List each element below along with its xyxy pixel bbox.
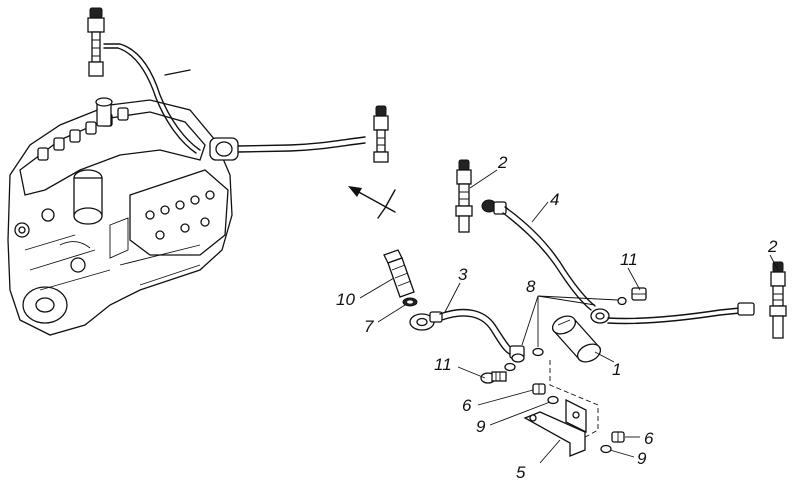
part-6-bolt-upper: [532, 383, 546, 395]
callout-7: 7: [364, 317, 374, 336]
part-4-fitting-lower: [590, 308, 610, 324]
part-8-washer-a: [504, 362, 516, 372]
part-5-bracket: [523, 398, 587, 457]
part-2-injector-right: [769, 261, 787, 339]
part-10-banjo-bolt: [383, 249, 415, 298]
callout-8: 8: [526, 277, 536, 296]
part-4-fitting-upper: [481, 199, 507, 215]
callout-3: 3: [458, 265, 468, 284]
upper-left-fuel-tube: [103, 43, 201, 151]
assembly-direction-arrow: [348, 186, 396, 219]
callout-9-lower: 9: [637, 449, 647, 468]
callout-11-upper: 11: [620, 250, 638, 269]
engine-union-connector: [209, 137, 239, 161]
engine-pump-assembly: [7, 97, 233, 336]
callout-5: 5: [516, 463, 526, 482]
callout-2-middle: 2: [497, 153, 508, 172]
part-6-bolt-lower: [611, 431, 625, 443]
part-1-cylinder-unit: [551, 315, 602, 363]
engine-right-injector: [373, 105, 389, 163]
callout-1: 1: [612, 360, 621, 379]
callout-11-lower: 11: [434, 355, 452, 374]
callout-9-upper: 9: [476, 417, 486, 436]
callout-labels: 1 2 2 3 4 5 6 6 7 8 9 9 10 11 11: [336, 153, 778, 482]
part-3-banjo-fitting: [409, 311, 443, 331]
upper-left-injector: [87, 7, 105, 77]
part-8-leader-lines: [521, 295, 619, 347]
right-tube-nut: [737, 302, 755, 316]
part-8-washer-b: [532, 347, 544, 357]
callout-4: 4: [550, 190, 559, 209]
part-9-washer-lower: [600, 444, 612, 454]
upper-right-fuel-tube: [237, 136, 366, 147]
manifold-bolts: [145, 190, 215, 240]
part-7-sealing-washer: [402, 297, 418, 307]
part-3-fuel-tube: [439, 308, 519, 353]
part-4-fuel-tube: [504, 206, 596, 307]
part-2-injector-middle: [455, 159, 473, 233]
callout-2-right: 2: [767, 237, 778, 256]
part-9-washer-upper: [547, 395, 559, 405]
part-11-bolt-upper: [617, 287, 647, 306]
leader-lines: [359, 169, 779, 464]
callout-10: 10: [336, 290, 355, 309]
right-fuel-tube: [607, 307, 741, 320]
callout-6-upper: 6: [462, 396, 472, 415]
callout-6-lower: 6: [644, 429, 654, 448]
bracket-alignment-guide: [549, 360, 599, 441]
part-3-end-fitting: [509, 345, 525, 363]
part-11-bolt-lower: [480, 371, 507, 384]
